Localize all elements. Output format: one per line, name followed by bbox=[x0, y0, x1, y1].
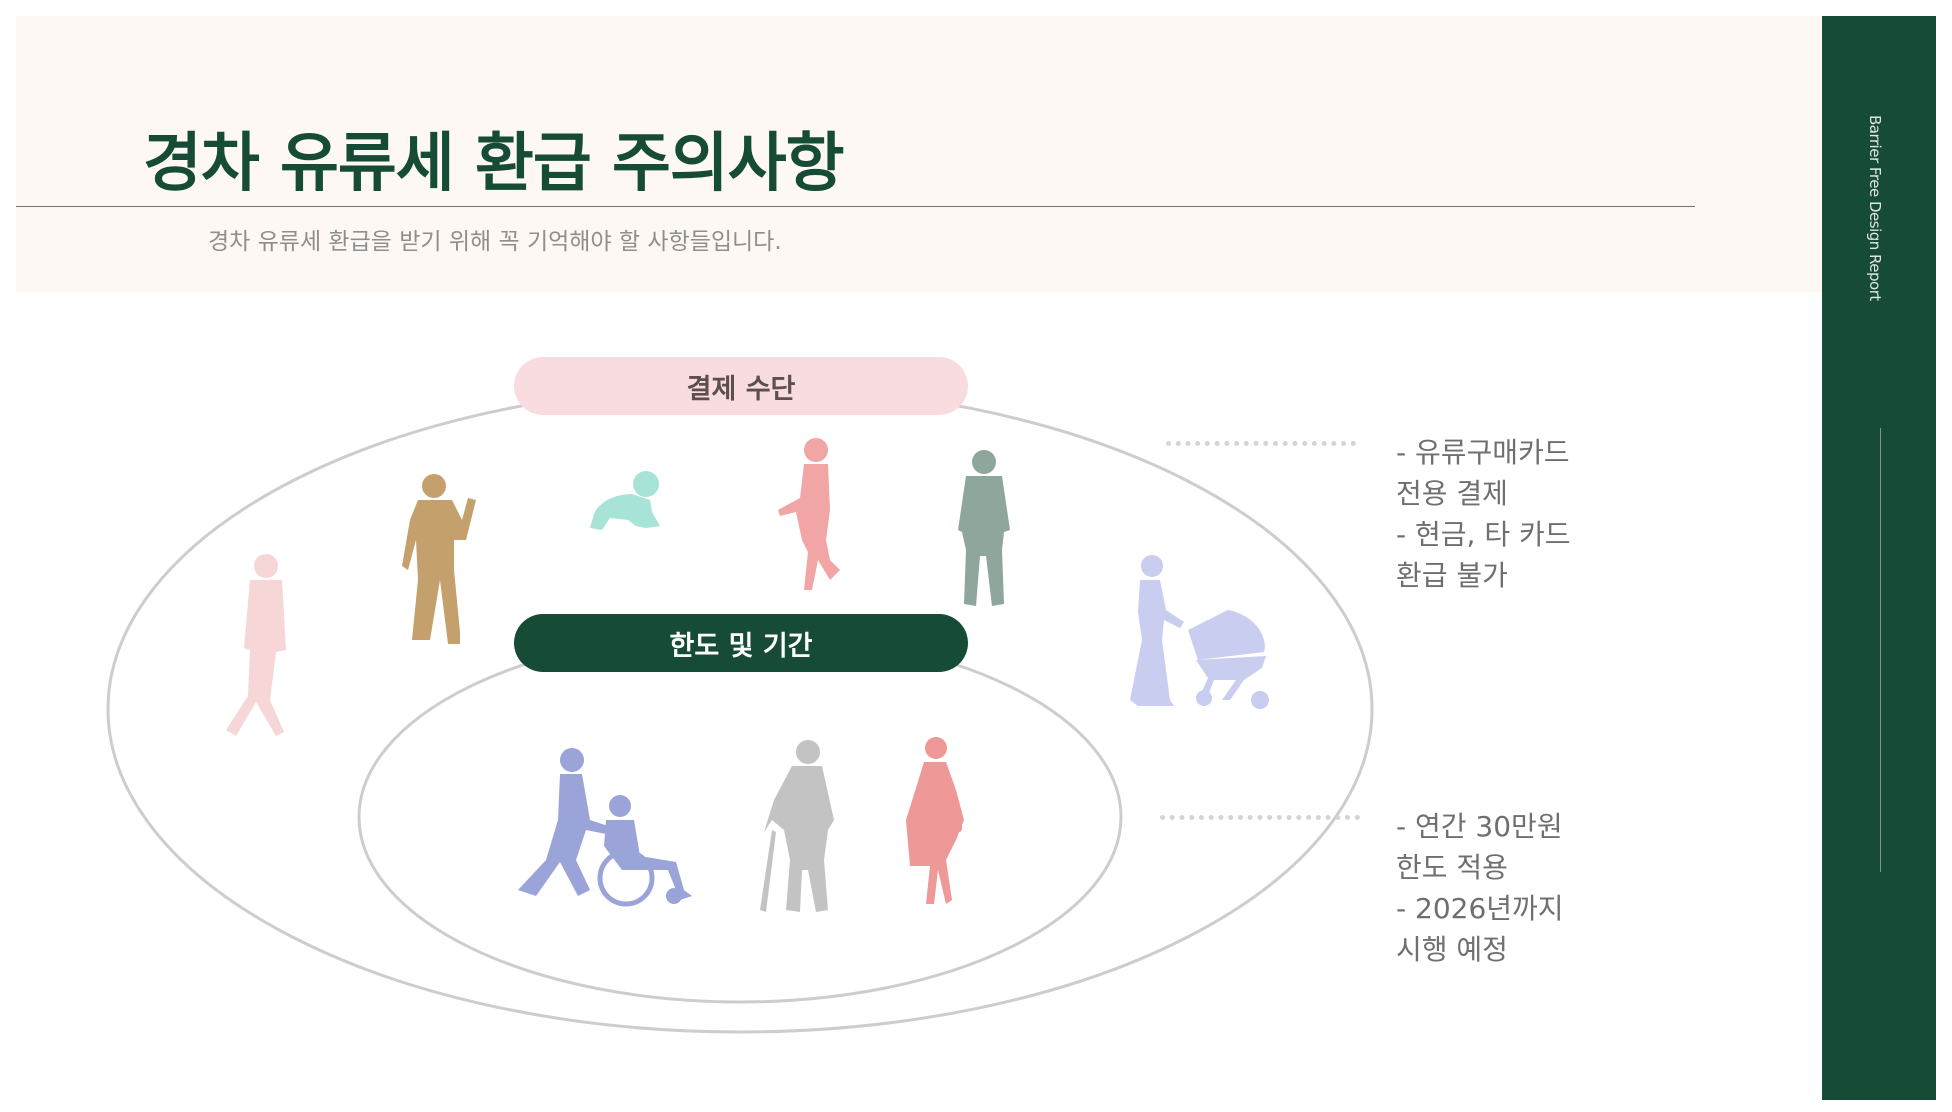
inner-ellipse bbox=[357, 630, 1123, 1004]
elderly-man-with-cane-figure bbox=[760, 740, 834, 912]
note-line: - 연간 30만원 bbox=[1396, 810, 1563, 843]
note-line: - 유류구매카드 bbox=[1396, 436, 1570, 469]
payment-method-label: 결제 수단 bbox=[514, 357, 968, 415]
pregnant-woman-figure bbox=[906, 737, 964, 904]
limit-connector-dots bbox=[1160, 815, 1360, 820]
note-line: 환급 불가 bbox=[1396, 559, 1508, 592]
walking-woman-figure bbox=[226, 554, 286, 736]
crawling-baby-figure bbox=[590, 471, 660, 530]
limit-notes: - 연간 30만원 한도 적용 - 2026년까지 시행 예정 bbox=[1396, 806, 1564, 970]
note-line: 전용 결제 bbox=[1396, 477, 1508, 510]
payment-connector-dots bbox=[1166, 441, 1356, 446]
page-subtitle: 경차 유류세 환급을 받기 위해 꼭 기억해야 할 사항들입니다. bbox=[208, 229, 782, 255]
title-divider bbox=[16, 206, 1695, 207]
header-band bbox=[16, 16, 1822, 292]
note-line: - 현금, 타 카드 bbox=[1396, 518, 1571, 551]
standing-man-figure bbox=[958, 450, 1010, 606]
side-divider bbox=[1880, 428, 1881, 872]
wheelchair-figure bbox=[518, 748, 692, 907]
walking-woman-figure bbox=[778, 438, 840, 590]
limit-period-label: 한도 및 기간 bbox=[514, 614, 968, 672]
woman-with-stroller-figure bbox=[1130, 555, 1269, 709]
side-panel bbox=[1822, 16, 1936, 1100]
waving-man-figure bbox=[402, 474, 476, 644]
note-line: 시행 예정 bbox=[1396, 933, 1508, 966]
payment-notes: - 유류구매카드 전용 결제 - 현금, 타 카드 환급 불가 bbox=[1396, 432, 1571, 596]
note-line: - 2026년까지 bbox=[1396, 892, 1564, 925]
note-line: 한도 적용 bbox=[1396, 851, 1508, 884]
page-title: 경차 유류세 환급 주의사항 bbox=[143, 127, 845, 201]
